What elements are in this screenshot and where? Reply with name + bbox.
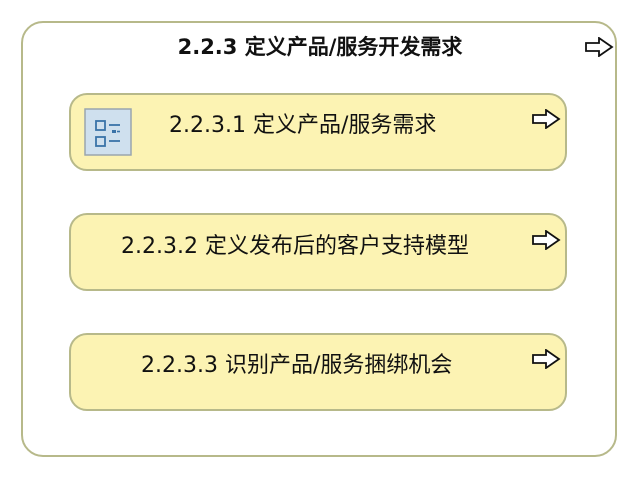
process-label-2-2-3-3: 2.2.3.3 识别产品/服务捆绑机会	[141, 353, 453, 378]
item-3-expand-arrow-icon[interactable]	[531, 349, 561, 369]
group-expand-arrow-icon[interactable]	[584, 37, 614, 57]
group-title: 2.2.3 定义产品/服务开发需求	[177, 35, 463, 59]
process-box-2-2-3-2[interactable]	[69, 213, 567, 291]
task-list-icon	[84, 108, 132, 156]
process-box-2-2-3-1[interactable]	[69, 93, 567, 171]
item-1-expand-arrow-icon[interactable]	[531, 109, 561, 129]
process-box-2-2-3-3[interactable]	[69, 333, 567, 411]
process-label-2-2-3-2: 2.2.3.2 定义发布后的客户支持模型	[121, 234, 469, 259]
process-label-2-2-3-1: 2.2.3.1 定义产品/服务需求	[169, 113, 437, 138]
item-2-expand-arrow-icon[interactable]	[531, 230, 561, 250]
